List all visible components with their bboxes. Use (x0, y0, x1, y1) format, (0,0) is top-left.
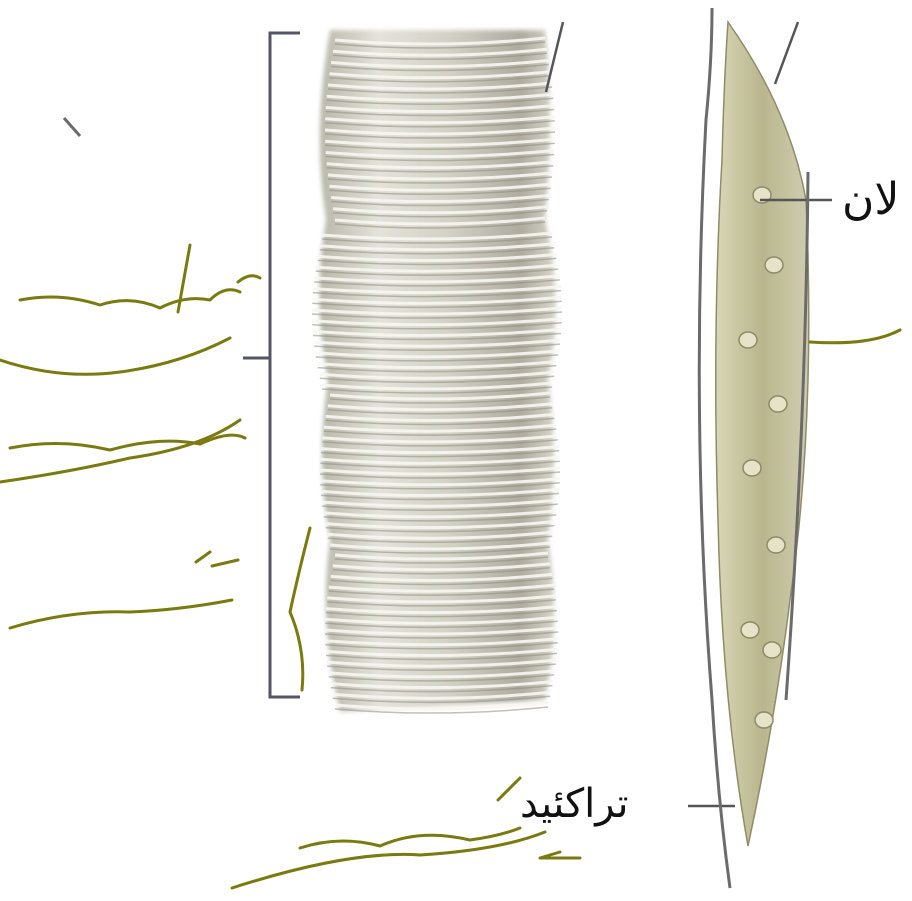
spiral-vessel (312, 30, 562, 713)
pit (763, 642, 781, 658)
pit (741, 622, 759, 638)
pit (739, 332, 757, 348)
pit (743, 460, 761, 476)
pit (767, 537, 785, 553)
pit (765, 257, 783, 273)
label-pits: لان (842, 178, 899, 222)
tracheid-cell (716, 22, 809, 846)
pit (755, 712, 773, 728)
label-tracheid: تراکئید (520, 784, 629, 824)
pit (769, 396, 787, 412)
bracket (270, 33, 300, 697)
